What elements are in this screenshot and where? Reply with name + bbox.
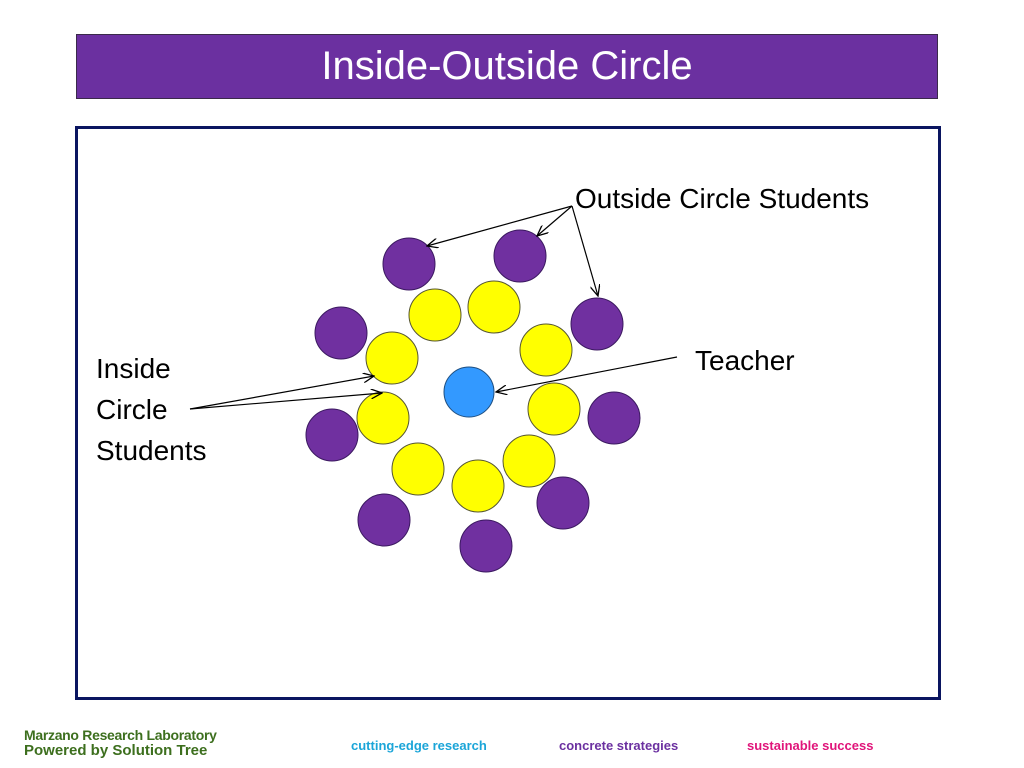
footer-tag-strategies: concrete strategies [559,738,679,753]
footer-tag-success: sustainable success [747,738,874,753]
teacher-label: Teacher [695,345,795,376]
brand-name: Marzano Research Laboratory [24,727,217,743]
footer-brand-logo: Marzano Research Laboratory Powered by S… [24,727,217,759]
brand-tagline: Powered by Solution Tree [24,742,208,759]
inside-label-line: Inside [96,353,171,384]
title-bar: Inside-Outside Circle [76,34,938,99]
outside-circle-label: Outside Circle Students [575,183,870,214]
inside-label-line: Students [96,435,207,466]
footer-tag-research: cutting-edge research [351,738,487,753]
inside-label-line: Circle [96,394,168,425]
slide-title: Inside-Outside Circle [321,44,693,88]
inside-circle-label: Inside Circle Students [96,348,207,471]
